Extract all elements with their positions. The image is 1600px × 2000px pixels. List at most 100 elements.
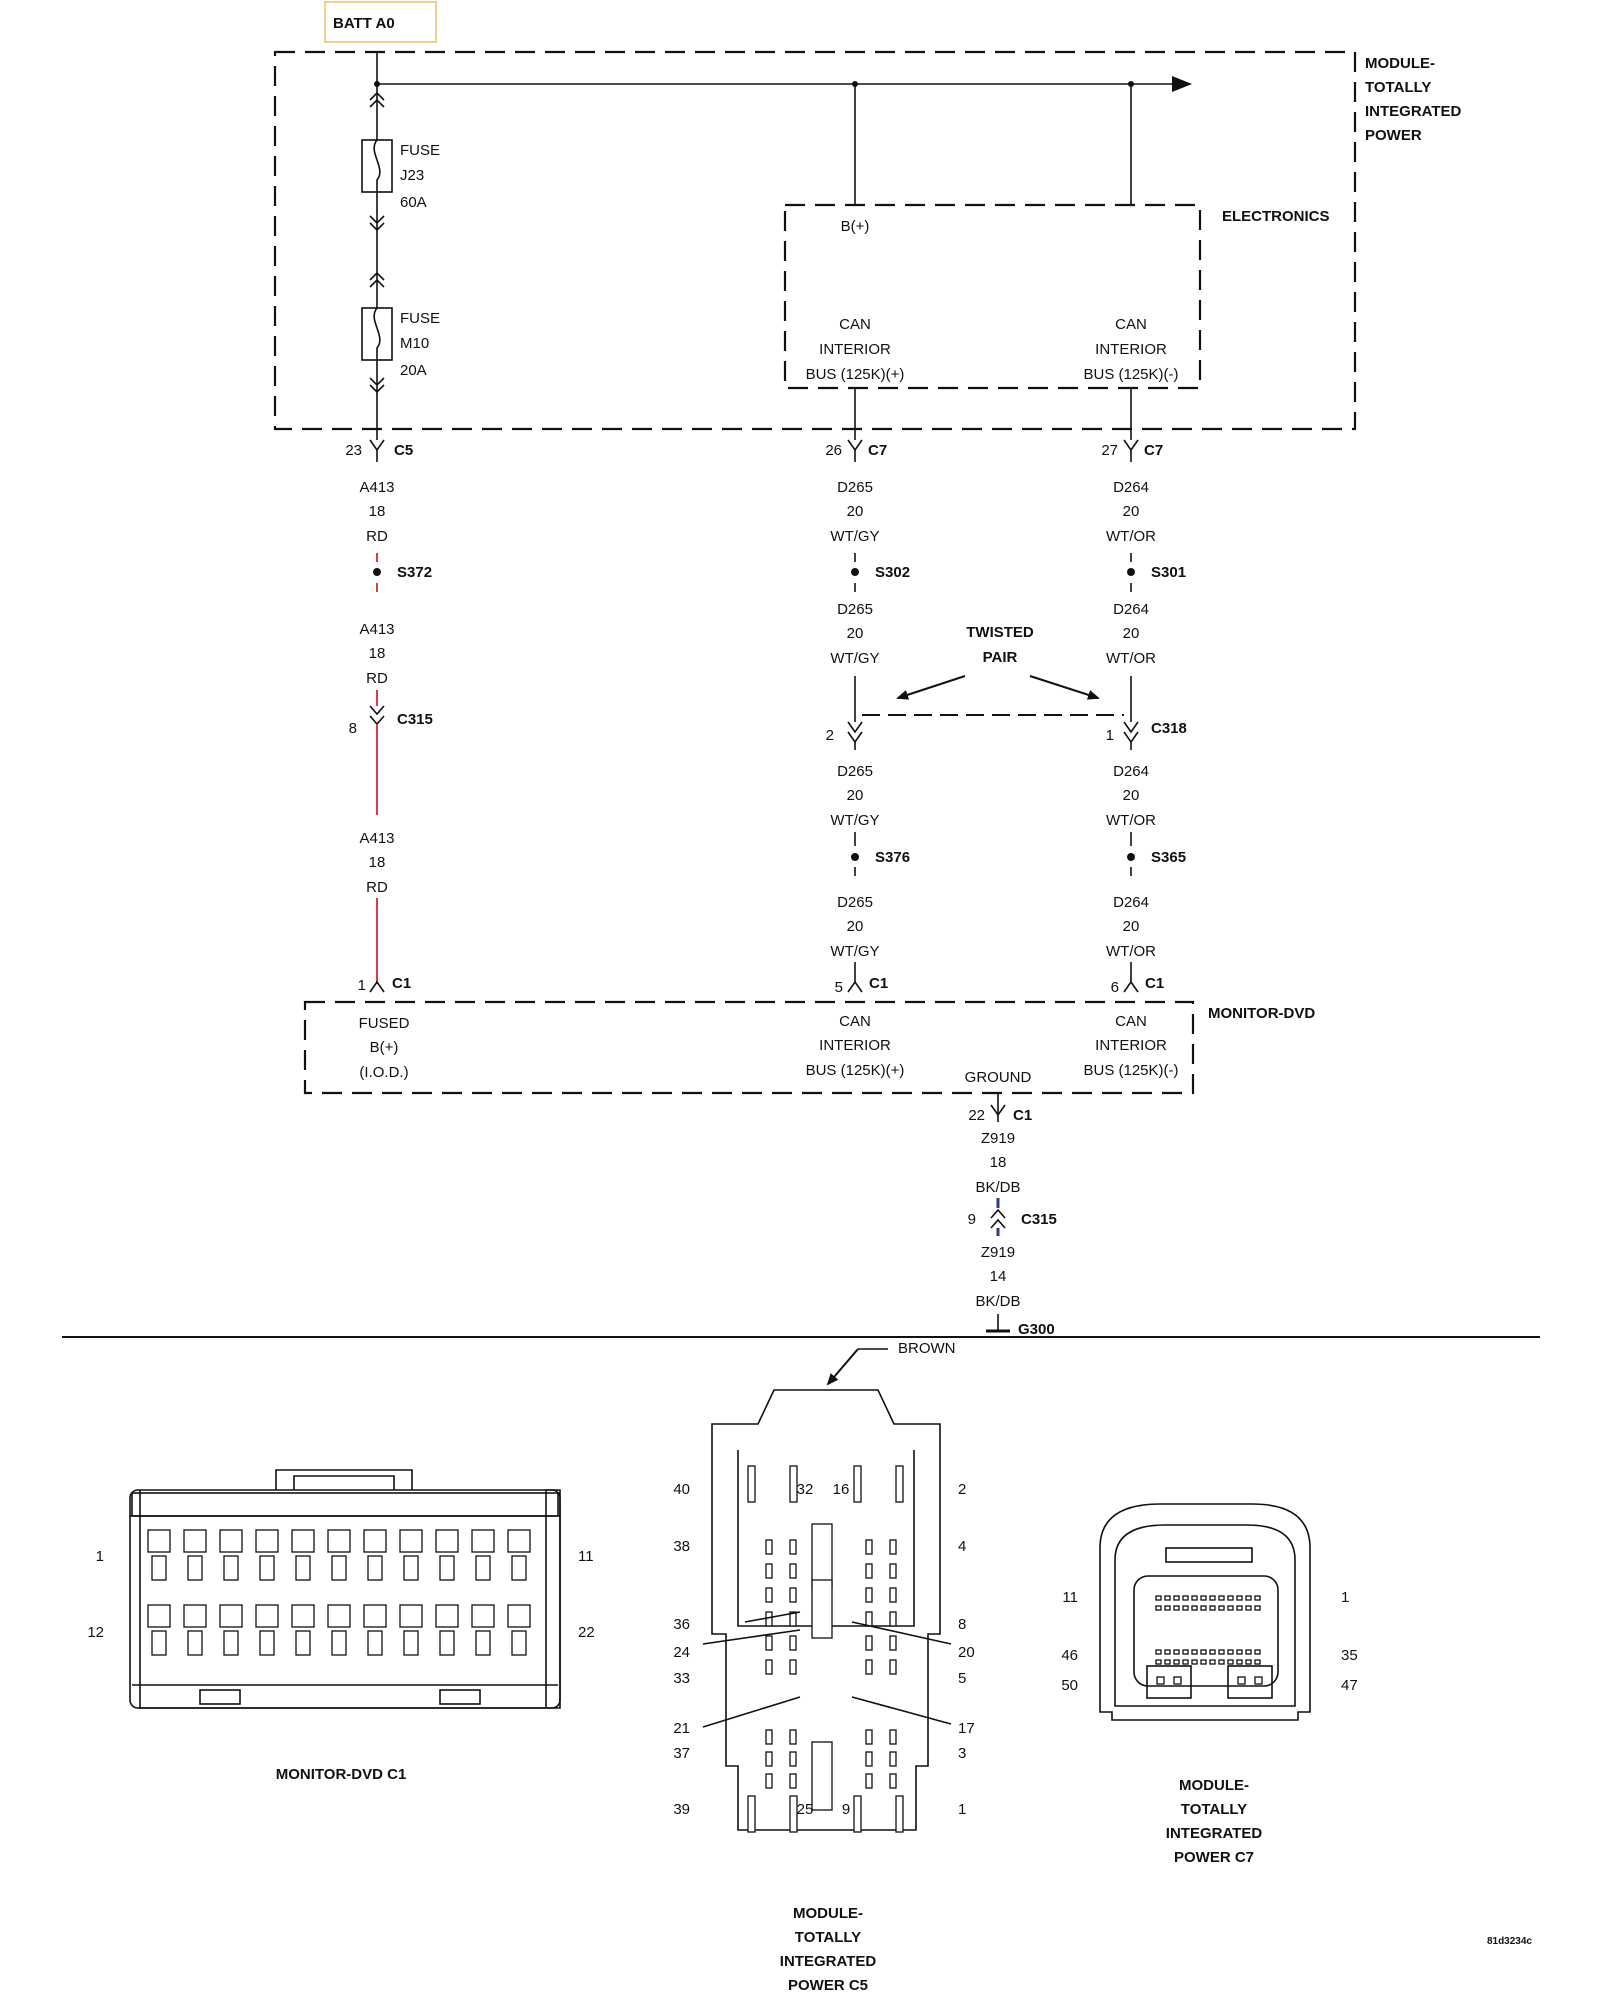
d264-label-3c: WT/OR [1106,812,1156,829]
connector-tipm-c5: BROWN 40 38 36 24 33 21 37 39 2 4 8 20 5… [673,1340,974,1994]
splice-s301-dot [1127,568,1135,576]
c1-cavity [291,1604,315,1628]
c5-pin-slot [765,1587,773,1603]
c5-slot [747,1795,756,1833]
c5-pin-21: 21 [673,1720,690,1737]
c5-pin-25: 25 [797,1801,814,1818]
c1-cavity-seat [367,1630,383,1656]
c5-pin-slot [765,1563,773,1579]
twisted-pair-label-1: TWISTED [966,624,1034,641]
c5-center-slot [811,1579,833,1639]
c5-pin-33: 33 [673,1670,690,1687]
c1-label-right: C1 [1145,975,1164,992]
c5-pin-slot [789,1635,797,1651]
c5-pin-slot [889,1729,897,1745]
c5-pin-24: 24 [673,1644,690,1661]
c1-cavity [363,1604,387,1628]
c1-face-pin-11: 11 [578,1548,594,1565]
c5-slot [789,1465,798,1503]
b-plus-label: B(+) [841,218,870,235]
c7-pin [1155,1595,1162,1601]
d265-label-1a: D265 [837,479,873,496]
c5-pin-36: 36 [673,1616,690,1633]
c5-pin-slot [789,1729,797,1745]
c5-pin-32: 32 [797,1481,814,1498]
c5-pin-slot [865,1587,873,1603]
c5-pin: 23 [345,442,362,459]
c7-pin [1227,1605,1234,1611]
c7-pin [1254,1605,1261,1611]
c5-pin-slot [889,1635,897,1651]
wire-d265-branch: D265 20 WT/GY S302 D265 20 WT/GY 2 D265 … [826,450,910,996]
c5-slot-array [747,1465,904,1833]
d264-label-1a: D264 [1113,479,1149,496]
c315-pin: 8 [349,720,357,737]
wire-d264-branch: D264 20 WT/OR S301 D264 20 WT/OR 1 C318 … [1106,450,1187,996]
fuse-m10-line-3: 20A [400,362,427,379]
fuse-m10-symbol [361,307,393,361]
c1-cavity-seat [511,1555,527,1581]
c7-pin [1227,1595,1234,1601]
z919-label-1a: Z919 [981,1130,1015,1147]
c5-pin-slot [765,1611,773,1627]
d265-label-1b: 20 [847,503,864,520]
c7-pin [1191,1605,1198,1611]
can-plus-line-1: CAN [839,316,871,333]
d265-label-2a: D265 [837,601,873,618]
c5-caption-4: POWER C5 [788,1977,868,1994]
d265-label-4c: WT/GY [830,943,879,960]
c1-cavity-seat [331,1555,347,1581]
fuse-m10-line-1: FUSE [400,310,440,327]
ground-label: GROUND [965,1069,1032,1086]
c7-pin [1173,1595,1180,1601]
c7-pin [1182,1659,1189,1665]
electronics-box: ELECTRONICS B(+) CAN INTERIOR BUS (125K)… [783,203,1330,390]
c7-pin-50: 50 [1061,1677,1078,1694]
d264-label-2b: 20 [1123,625,1140,642]
c7-caption-2: TOTALLY [1181,1801,1247,1818]
c7-pin [1209,1659,1216,1665]
c5-pin-9: 9 [842,1801,850,1818]
c318-right-pin: 1 [1106,727,1114,744]
c7-pin [1200,1605,1207,1611]
c1-label-left: C1 [392,975,411,992]
c7-pin-35: 35 [1341,1647,1358,1664]
c5-pin-slot [789,1611,797,1627]
c7-pin [1254,1659,1261,1665]
c1-face-pin-1: 1 [96,1548,104,1565]
c7-pin [1155,1659,1162,1665]
fused-b-line-2: B(+) [370,1039,399,1056]
battery-source: BATT A0 [324,1,437,43]
c7-pin [1200,1659,1207,1665]
c5-slot [747,1465,756,1503]
c5-pin-slot [865,1751,873,1767]
twisted-pair-annotation: TWISTED PAIR [862,624,1124,716]
c1-cavity-seat [403,1630,419,1656]
c5-center-slot [811,1741,833,1811]
c7-pin [1236,1659,1243,1665]
c7-pin-1: 1 [1341,1589,1349,1606]
c1-cavity-seat [259,1555,275,1581]
c5-pin-slot [889,1611,897,1627]
c1-cavity [291,1529,315,1553]
tipm-module-box: MODULE- TOTALLY INTEGRATED POWER [273,50,1462,431]
z919-label-2a: Z919 [981,1244,1015,1261]
d264-label-1c: WT/OR [1106,528,1156,545]
c1-cavity [255,1604,279,1628]
c5-center-slot [811,1523,833,1589]
c7-caption-4: POWER C7 [1174,1849,1254,1866]
can-minus-line-2: INTERIOR [1095,341,1167,358]
c7-pin [1155,1605,1162,1611]
c1-cavity-seat [151,1630,167,1656]
c5-pin-17: 17 [958,1720,975,1737]
splice-s365-label: S365 [1151,849,1186,866]
c1-pin-22: 22 [968,1107,985,1124]
d265-label-1c: WT/GY [830,528,879,545]
fuse-m10-line-2: M10 [400,335,429,352]
splice-s376-label: S376 [875,849,910,866]
ground-branch: 22 C1 Z919 18 BK/DB 9 C315 Z919 14 BK/DB… [968,1093,1057,1338]
c5-pin-slot [889,1751,897,1767]
fused-b-line-1: FUSED [359,1015,410,1032]
z919-label-1c: BK/DB [975,1179,1020,1196]
